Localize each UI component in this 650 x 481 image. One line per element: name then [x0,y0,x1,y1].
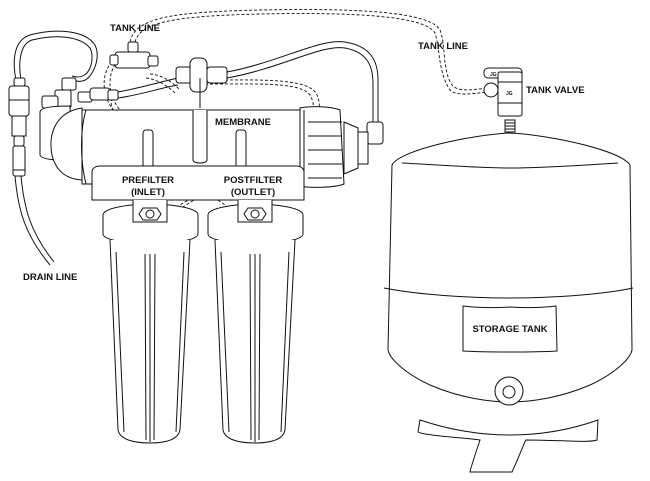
drain-line-label: DRAIN LINE [23,272,77,283]
drain-line-tube [8,30,98,266]
tank-line-tube [103,9,489,121]
prefilter-inlet-label: (INLET) [131,187,165,198]
tank-valve-label: TANK VALVE [526,85,585,96]
postfilter-outlet-label: (OUTLET) [231,187,275,198]
prefilter-housing[interactable] [102,200,199,444]
postfilter-housing[interactable] [207,200,304,444]
prefilter-label: PREFILTER [122,175,174,186]
valve-logo-top: JG [490,72,497,78]
tank-valve[interactable]: JG JG [483,67,523,133]
filter-head: PREFILTER (INLET) POSTFILTER (OUTLET) [91,165,305,211]
membrane-label: MEMBRANE [215,117,271,128]
storage-tank-label: STORAGE TANK [472,324,547,335]
storage-tank[interactable]: STORAGE TANK [383,132,634,473]
valve-logo: JG [506,91,513,97]
postfilter-label: POSTFILTER [224,175,283,186]
tank-line-label-right: TANK LINE [418,41,468,52]
tank-line-label-left: TANK LINE [110,23,160,34]
